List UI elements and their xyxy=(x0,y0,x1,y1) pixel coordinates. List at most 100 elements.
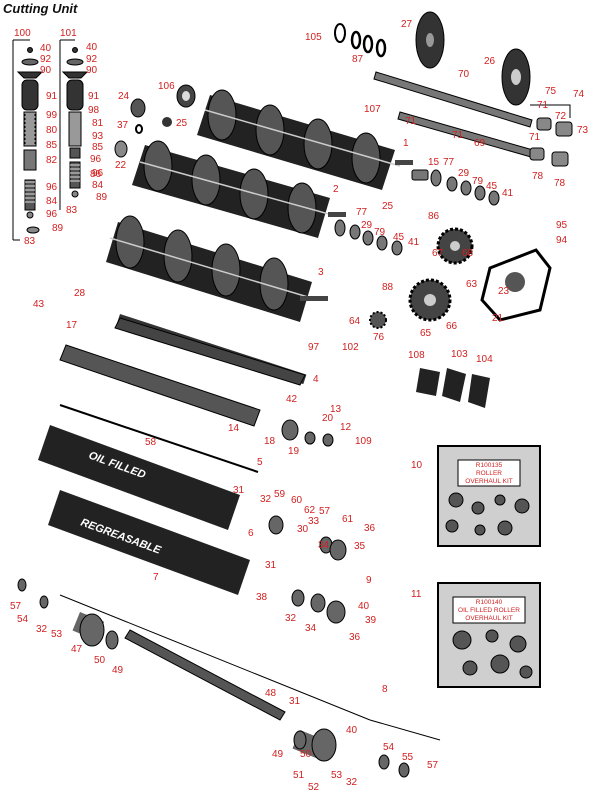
callout-104: 104 xyxy=(476,354,493,365)
callout-91: 91 xyxy=(88,91,100,102)
seal-105[interactable] xyxy=(334,23,346,43)
cover-plate-23[interactable] xyxy=(480,248,552,322)
seal-24[interactable] xyxy=(130,98,146,118)
callout-9: 9 xyxy=(366,575,372,586)
callout-55: 55 xyxy=(402,752,414,763)
spacers-108-103-104[interactable] xyxy=(416,368,490,408)
roller-kit-part-number: R100135 xyxy=(476,462,503,469)
callout-77: 77 xyxy=(443,157,455,168)
callout-2: 2 xyxy=(333,184,339,195)
callout-86: 86 xyxy=(428,211,440,222)
bearing-22[interactable] xyxy=(114,140,128,158)
overhaul-kit-11[interactable] xyxy=(437,582,541,688)
callout-22: 22 xyxy=(115,160,127,171)
callout-78: 78 xyxy=(532,171,544,182)
callout-27: 27 xyxy=(401,19,413,30)
callout-36: 36 xyxy=(349,632,361,643)
nut-25[interactable] xyxy=(162,117,172,127)
callout-5: 5 xyxy=(257,457,263,468)
callout-4: 4 xyxy=(313,374,319,385)
callout-13: 13 xyxy=(330,404,342,415)
callout-87: 87 xyxy=(352,54,364,65)
reel-3[interactable] xyxy=(106,215,328,322)
callout-41: 41 xyxy=(502,188,514,199)
bearing-stack-15[interactable] xyxy=(411,169,500,206)
callout-21: 21 xyxy=(492,313,504,324)
callout-85: 85 xyxy=(92,142,104,153)
oil-kit-part-number: R100140 xyxy=(476,599,503,606)
callout-31: 31 xyxy=(233,485,245,496)
callout-54: 54 xyxy=(17,614,29,625)
rings-87[interactable] xyxy=(350,30,387,58)
bedknife-4[interactable] xyxy=(114,317,306,386)
callout-86: 86 xyxy=(90,169,102,180)
callout-31: 31 xyxy=(265,560,277,571)
callout-89: 89 xyxy=(96,192,108,203)
roller-kit-name: ROLLER xyxy=(476,470,502,477)
callout-96: 96 xyxy=(90,154,102,165)
callout-99: 99 xyxy=(46,110,58,121)
gear-76[interactable] xyxy=(369,311,387,329)
bearing-106[interactable] xyxy=(176,84,196,108)
regreasable-roller-7[interactable]: REGREASABLE xyxy=(48,490,250,595)
callout-101: 101 xyxy=(60,28,77,39)
callout-50: 50 xyxy=(94,655,106,666)
roller-shaft-5[interactable] xyxy=(59,404,259,473)
callout-80: 80 xyxy=(46,125,58,136)
callout-12: 12 xyxy=(340,422,352,433)
callout-7: 7 xyxy=(153,572,159,583)
callout-103: 103 xyxy=(451,349,468,360)
callout-52: 52 xyxy=(308,782,320,793)
callout-96: 96 xyxy=(46,182,58,193)
callout-84: 84 xyxy=(92,180,104,191)
callout-39: 39 xyxy=(365,615,377,626)
callout-8: 8 xyxy=(382,684,388,695)
callout-65: 65 xyxy=(420,328,432,339)
callout-63: 63 xyxy=(466,279,478,290)
callout-59: 59 xyxy=(274,489,286,500)
bearings-72-73-78[interactable] xyxy=(529,117,573,167)
callout-73: 73 xyxy=(577,125,589,136)
callout-47: 47 xyxy=(71,644,83,655)
callout-40: 40 xyxy=(346,725,358,736)
callout-36: 36 xyxy=(364,523,376,534)
callout-71: 71 xyxy=(537,100,549,111)
callout-40: 40 xyxy=(358,601,370,612)
callout-32: 32 xyxy=(36,624,48,635)
gear-65[interactable] xyxy=(408,278,452,322)
overhaul-kit-10[interactable] xyxy=(437,445,541,547)
reel-1[interactable] xyxy=(197,89,413,190)
shaft-70[interactable] xyxy=(373,71,533,128)
end-caps[interactable] xyxy=(17,419,410,778)
callout-41: 41 xyxy=(408,237,420,248)
callout-67: 67 xyxy=(432,248,444,259)
callout-79: 79 xyxy=(374,227,386,238)
disc-26[interactable] xyxy=(501,48,531,106)
callout-14: 14 xyxy=(228,423,240,434)
callout-64: 64 xyxy=(349,316,361,327)
gear-67[interactable] xyxy=(436,227,474,265)
callout-49: 49 xyxy=(112,665,124,676)
washer-37[interactable] xyxy=(135,124,143,134)
callout-20: 20 xyxy=(322,413,334,424)
callout-1: 1 xyxy=(403,138,409,149)
callout-54: 54 xyxy=(383,742,395,753)
adjuster-assembly-100[interactable] xyxy=(12,39,44,241)
bearing-stack-77[interactable] xyxy=(334,219,403,256)
callout-53: 53 xyxy=(51,629,63,640)
callout-34: 34 xyxy=(305,623,317,634)
callout-48: 48 xyxy=(265,688,277,699)
callout-98: 98 xyxy=(88,105,100,116)
callout-90: 90 xyxy=(40,65,52,76)
callout-10: 10 xyxy=(411,460,423,471)
callout-68: 68 xyxy=(462,248,474,259)
disc-27[interactable] xyxy=(415,11,445,69)
reel-2[interactable] xyxy=(132,140,346,238)
callout-19: 19 xyxy=(288,446,300,457)
callout-96: 96 xyxy=(46,209,58,220)
adjuster-assembly-101[interactable] xyxy=(59,39,89,210)
callout-93: 93 xyxy=(92,131,104,142)
callout-71: 71 xyxy=(529,132,541,143)
callout-105: 105 xyxy=(305,32,322,43)
callout-83: 83 xyxy=(66,205,78,216)
